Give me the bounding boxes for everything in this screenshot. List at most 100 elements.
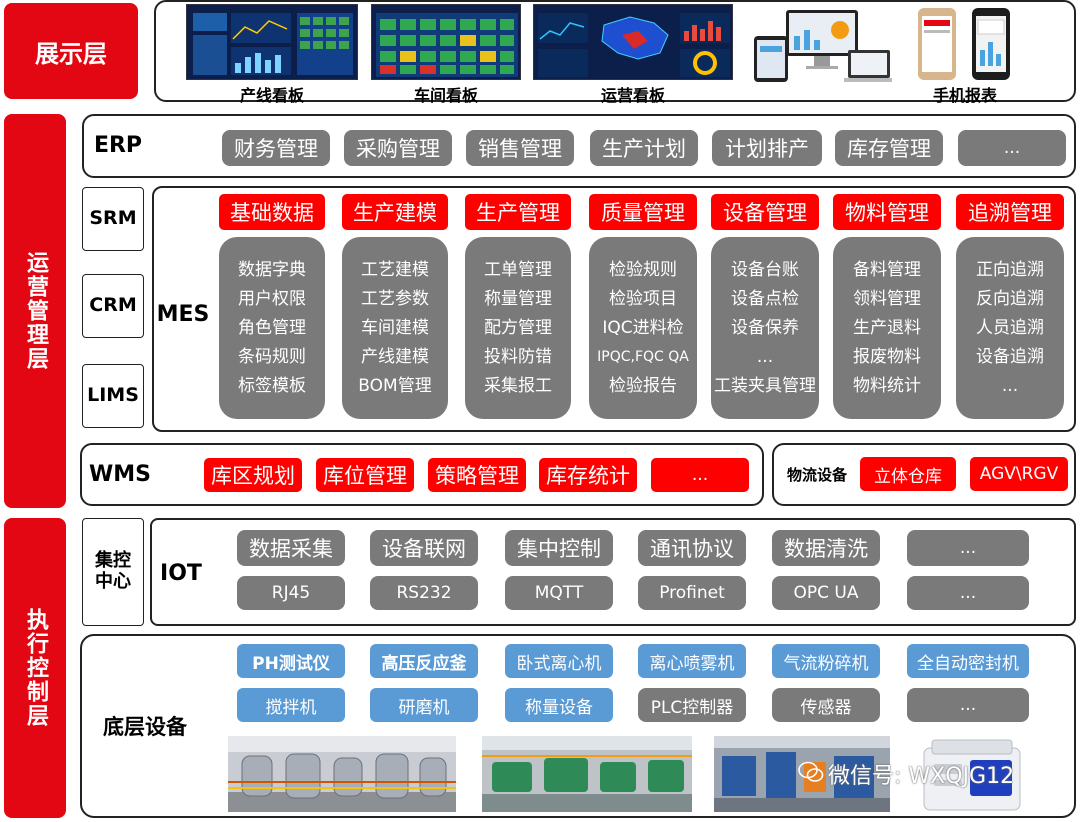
mes-module-items: 备料管理领料管理生产退料报废物料物料统计 <box>833 237 941 419</box>
wms-item-more: ... <box>651 458 749 492</box>
mes-module-item: 设备台账 <box>731 259 799 280</box>
erp-item-inventory: 库存管理 <box>835 130 943 166</box>
iot-data-collection: 数据采集 <box>237 530 345 566</box>
operations-dashboard-image <box>533 4 733 80</box>
mes-module-item: 工装夹具管理 <box>714 375 816 396</box>
mobile-report-caption: 手机报表 <box>932 86 997 105</box>
device-ph-tester: PH测试仪 <box>237 644 345 678</box>
mes-module-item: 检验报告 <box>609 375 677 396</box>
workshop-dashboard-caption: 车间看板 <box>413 86 478 105</box>
erp-item-purchase: 采购管理 <box>344 130 452 166</box>
iot-top-more: ... <box>907 530 1029 566</box>
iot-label: IOT <box>160 560 202 586</box>
crm-box: CRM <box>82 274 144 338</box>
device-weighing: 称量设备 <box>505 688 613 722</box>
mes-module-items: 检验规则检验项目 IQC进料检 IPQC,FQC QA 检验报告 <box>589 237 697 419</box>
logistics-item-agv: AGV\RGV <box>970 457 1068 491</box>
device-jet-mill: 气流粉碎机 <box>772 644 880 678</box>
device-horizontal-centrifuge: 卧式离心机 <box>505 644 613 678</box>
mes-module-item: 设备保养 <box>731 317 799 338</box>
mes-module-item: 角色管理 <box>238 317 306 338</box>
mes-module-items: 正向追溯反向追溯人员追溯设备追溯... <box>956 237 1064 419</box>
iot-bottom-more: ... <box>907 576 1029 610</box>
wms-item-zone-planning: 库区规划 <box>204 458 302 492</box>
erp-item-more: ... <box>958 130 1066 166</box>
mes-module-item: 用户权限 <box>238 288 306 309</box>
mes-module-item: 产线建模 <box>361 346 429 367</box>
logistics-item-stereo-warehouse: 立体仓库 <box>860 457 956 491</box>
operation-layer-text: 运营管理层 <box>23 251 48 371</box>
mes-module-item: 反向追溯 <box>976 288 1044 309</box>
mes-module-item: 备料管理 <box>853 259 921 280</box>
lims-box: LIMS <box>82 364 144 428</box>
mes-module-item: IPQC,FQC QA <box>597 348 689 365</box>
factory-photo-1 <box>228 736 456 812</box>
factory-photo-2 <box>482 736 692 812</box>
mes-module-items: 工单管理称量管理配方管理投料防错采集报工 <box>465 237 571 419</box>
srm-box: SRM <box>82 187 144 251</box>
display-layer-label: 展示层 <box>4 3 138 99</box>
execution-layer-text: 执行控制层 <box>23 608 48 728</box>
device-sensor: 传感器 <box>772 688 880 722</box>
logistics-label: 物流设备 <box>786 466 847 484</box>
iot-profinet: Profinet <box>638 576 746 610</box>
device-plc: PLC控制器 <box>638 688 746 722</box>
mes-module-item: 检验项目 <box>609 288 677 309</box>
mes-module-title: 基础数据 <box>219 194 325 230</box>
mobile-phones-image <box>912 6 1022 82</box>
erp-item-finance: 财务管理 <box>222 130 330 166</box>
mes-module-item: 人员追溯 <box>976 317 1044 338</box>
mes-module-title: 设备管理 <box>711 194 819 230</box>
mes-module-item: 正向追溯 <box>976 259 1044 280</box>
device-more: ... <box>907 688 1029 722</box>
erp-item-scheduling: 计划排产 <box>712 130 822 166</box>
iot-mqtt: MQTT <box>505 576 613 610</box>
mes-module-title: 生产管理 <box>465 194 571 230</box>
display-layer-text: 展示层 <box>35 39 107 68</box>
device-grinder: 研磨机 <box>370 688 478 722</box>
mes-module-item: 工艺建模 <box>361 259 429 280</box>
iot-device-networking: 设备联网 <box>370 530 478 566</box>
mes-module-item: BOM管理 <box>358 375 432 396</box>
device-auto-sealer: 全自动密封机 <box>907 644 1029 678</box>
multi-device-image <box>752 6 894 86</box>
mes-module-item: 标签模板 <box>238 375 306 396</box>
mes-module-title: 质量管理 <box>589 194 697 230</box>
mes-module-item: ... <box>756 346 774 367</box>
mes-module-item: 投料防错 <box>484 346 552 367</box>
wms-item-location: 库位管理 <box>316 458 414 492</box>
device-spray-dryer: 离心喷雾机 <box>638 644 746 678</box>
operations-dashboard-caption: 运营看板 <box>600 86 665 105</box>
erp-label: ERP <box>93 132 143 158</box>
iot-rj45: RJ45 <box>237 576 345 610</box>
device-mixer: 搅拌机 <box>237 688 345 722</box>
production-line-dashboard-image <box>186 4 358 80</box>
sealing-machine-photo <box>918 736 1026 814</box>
mes-module-item: 报废物料 <box>853 346 921 367</box>
wms-item-strategy: 策略管理 <box>428 458 526 492</box>
iot-protocol: 通讯协议 <box>638 530 746 566</box>
wms-label: WMS <box>88 461 151 487</box>
mes-module-item: 数据字典 <box>238 259 306 280</box>
device-high-pressure-reactor: 高压反应釜 <box>370 644 478 678</box>
mes-module-item: 领料管理 <box>853 288 921 309</box>
mes-module-item: 工单管理 <box>484 259 552 280</box>
mes-module-title: 物料管理 <box>833 194 941 230</box>
mes-module-item: 物料统计 <box>853 375 921 396</box>
mes-module-item: 生产退料 <box>853 317 921 338</box>
mes-module-title: 生产建模 <box>342 194 448 230</box>
mes-module-title: 追溯管理 <box>956 194 1064 230</box>
mes-module-items: 数据字典用户权限角色管理条码规则标签模板 <box>219 237 325 419</box>
operation-layer-label: 运营管理层 <box>4 114 66 508</box>
mes-module-item: IQC进料检 <box>602 317 684 338</box>
mes-module-item: 配方管理 <box>484 317 552 338</box>
mes-module-item: 设备点检 <box>731 288 799 309</box>
mes-label: MES <box>156 301 210 327</box>
wechat-icon <box>798 760 824 784</box>
mes-module-item: 设备追溯 <box>976 346 1044 367</box>
production-line-dashboard-caption: 产线看板 <box>239 86 304 105</box>
mes-module-item: 工艺参数 <box>361 288 429 309</box>
workshop-dashboard-image <box>371 4 521 80</box>
mes-module-item: 检验规则 <box>609 259 677 280</box>
